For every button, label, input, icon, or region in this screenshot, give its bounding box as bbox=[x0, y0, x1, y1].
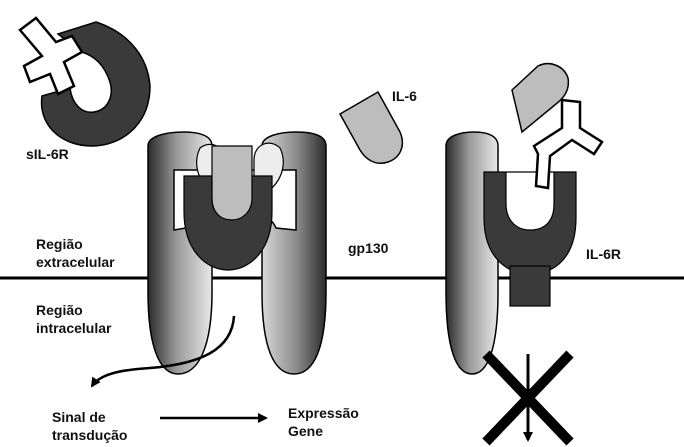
label-sinal-1: Sinal de bbox=[52, 409, 106, 426]
label-regiao-extracelular-1: Região bbox=[36, 236, 83, 253]
label-gp130: gp130 bbox=[348, 240, 388, 257]
label-expressao-2: Gene bbox=[288, 423, 323, 440]
label-regiao-intracelular-1: Região bbox=[36, 302, 83, 319]
gp130-single-right bbox=[446, 132, 498, 374]
il6-free-right bbox=[512, 64, 568, 132]
label-regiao-intracelular-2: intracelular bbox=[36, 320, 111, 337]
soluble-il6r-free bbox=[20, 18, 150, 146]
label-regiao-extracelular-2: extracelular bbox=[36, 254, 115, 271]
label-sinal-2: transdução bbox=[52, 427, 127, 444]
il6-bound-complex bbox=[212, 146, 252, 220]
label-il6r: IL-6R bbox=[586, 246, 621, 263]
label-il6: IL-6 bbox=[392, 88, 417, 105]
label-expressao-1: Expressão bbox=[288, 405, 359, 422]
label-sil6r: sIL-6R bbox=[26, 146, 69, 163]
